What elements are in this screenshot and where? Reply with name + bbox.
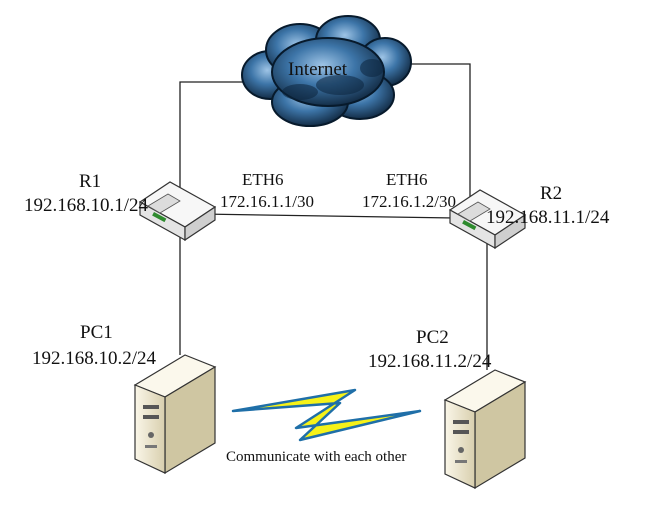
r2-interface-ip: 172.16.1.2/30 xyxy=(362,192,456,211)
server-icon xyxy=(133,354,217,475)
router-icon xyxy=(138,181,217,242)
r2-internet-link xyxy=(402,63,471,197)
router-r1-ip: 192.168.10.1/24 xyxy=(24,195,149,216)
r1-internet-link xyxy=(179,81,250,190)
pc1-ip: 192.168.10.2/24 xyxy=(32,348,157,369)
server-icon xyxy=(443,369,527,490)
caption: Communicate with each other xyxy=(226,449,407,465)
pc2-ip: 192.168.11.2/24 xyxy=(368,351,492,372)
link-lines xyxy=(179,63,488,370)
pc2-name: PC2 xyxy=(416,327,449,348)
router-r1-name: R1 xyxy=(79,171,102,192)
router-icon xyxy=(448,189,527,250)
router-r2-ip: 192.168.11.1/24 xyxy=(486,207,610,228)
pc1-name: PC1 xyxy=(80,322,113,343)
router-r2-name: R2 xyxy=(540,183,563,204)
cloud-label: Internet xyxy=(288,59,348,80)
lightning-icon xyxy=(231,388,422,442)
r1-interface-name: ETH6 xyxy=(242,170,284,189)
cloud-icon xyxy=(241,15,412,127)
r1-r2-link xyxy=(199,213,456,219)
r2-interface-name: ETH6 xyxy=(386,170,428,189)
r1-interface-ip: 172.16.1.1/30 xyxy=(220,192,314,211)
